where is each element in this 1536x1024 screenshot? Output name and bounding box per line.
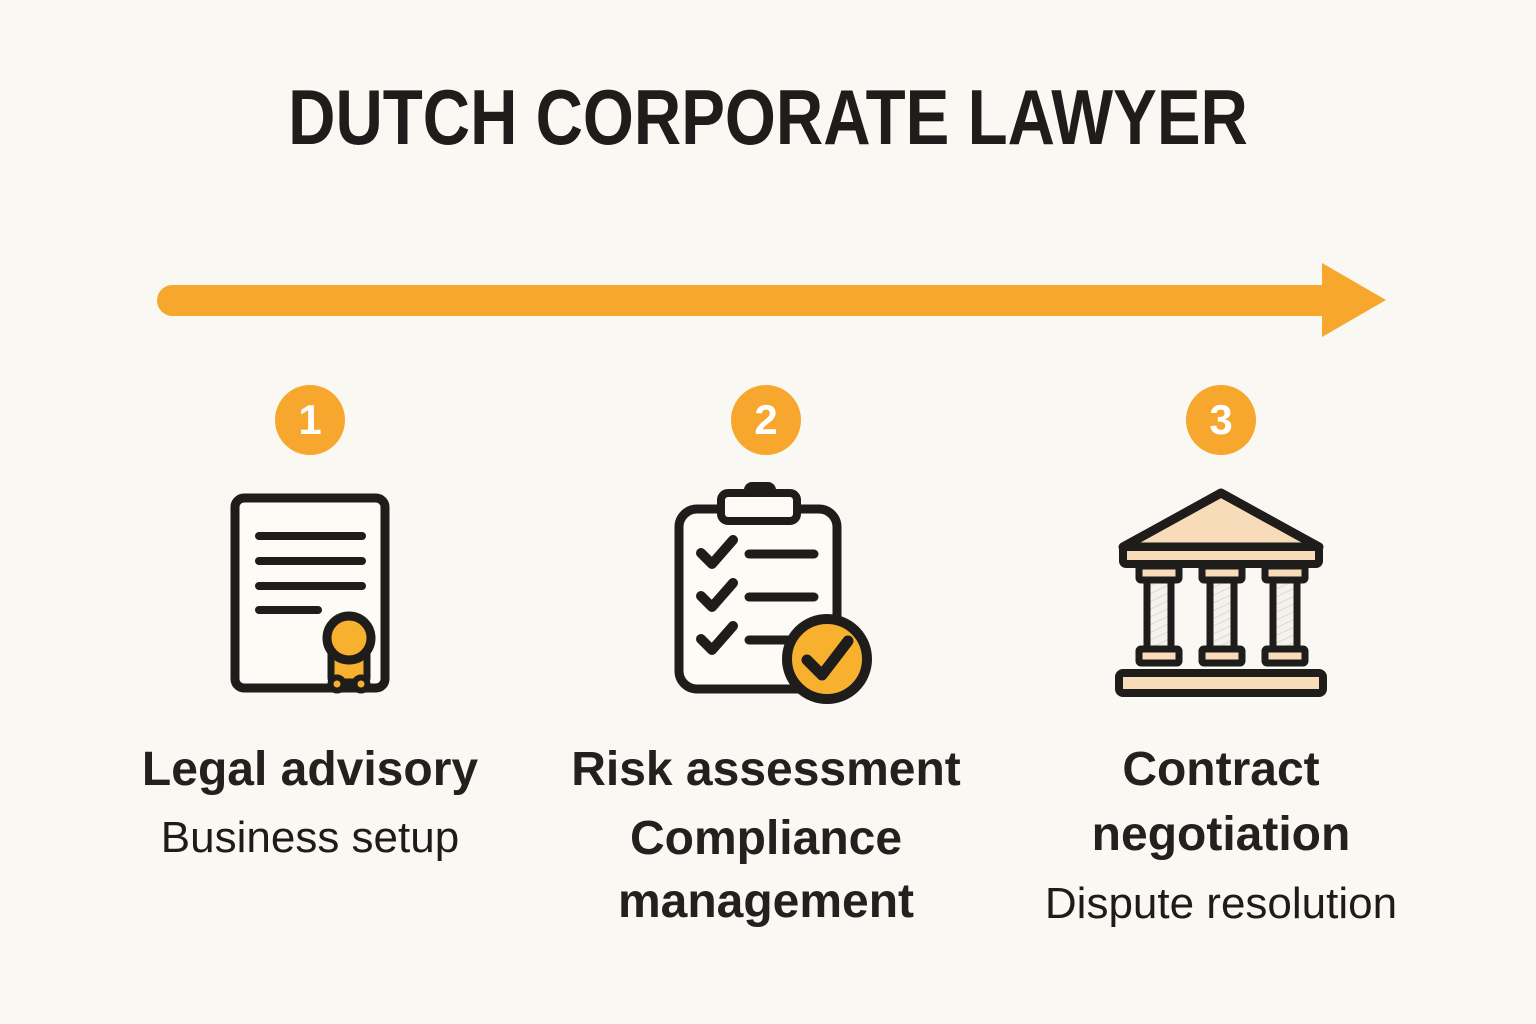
step-2-number-badge: 2	[731, 385, 801, 455]
step-subtitle: Compliance management	[618, 808, 914, 933]
certificate-seal-icon	[230, 493, 390, 694]
courthouse-building-icon	[1113, 485, 1329, 701]
step-subtitle-line: Business setup	[160, 813, 460, 863]
step-number-text: 1	[298, 396, 322, 443]
certificate-seal-icon	[229, 485, 391, 701]
step-number-text: 3	[1209, 396, 1233, 443]
checklist-clipboard-icon	[674, 482, 872, 704]
step-title: Legal advisory	[142, 737, 478, 802]
step-title-line: Legal advisory	[141, 743, 479, 796]
step-risk-assessment: 2 Risk assessment Compliance management	[556, 385, 976, 933]
step-title-line: Risk assessment	[571, 743, 961, 796]
arrow-right-icon	[1322, 263, 1386, 337]
step-legal-advisory: 1 Legal advisory Business setup	[100, 385, 520, 869]
timeline-arrow-shaft	[157, 285, 1329, 316]
step-subtitle-line: management	[617, 874, 915, 928]
step-contract-negotiation: 3	[1011, 385, 1431, 934]
step-title-line: negotiation	[1091, 808, 1351, 862]
step-subtitle: Business setup	[161, 808, 459, 869]
step-number-text: 2	[754, 396, 778, 443]
step-title-line: Contract	[1122, 743, 1320, 796]
checklist-clipboard-icon	[674, 482, 876, 704]
step-subtitle-line: Dispute resolution	[1044, 878, 1398, 928]
step-title: Risk assessment	[571, 737, 961, 802]
step-1-number-badge: 1	[275, 385, 345, 455]
courthouse-building-icon	[1115, 488, 1327, 697]
step-title: Contract negotiation	[1092, 737, 1351, 868]
step-subtitle: Dispute resolution	[1045, 874, 1397, 935]
step-subtitle-line: Compliance	[629, 812, 903, 866]
step-3-number-badge: 3	[1186, 385, 1256, 455]
page-title: DUTCH CORPORATE LAWYER	[288, 73, 1248, 161]
